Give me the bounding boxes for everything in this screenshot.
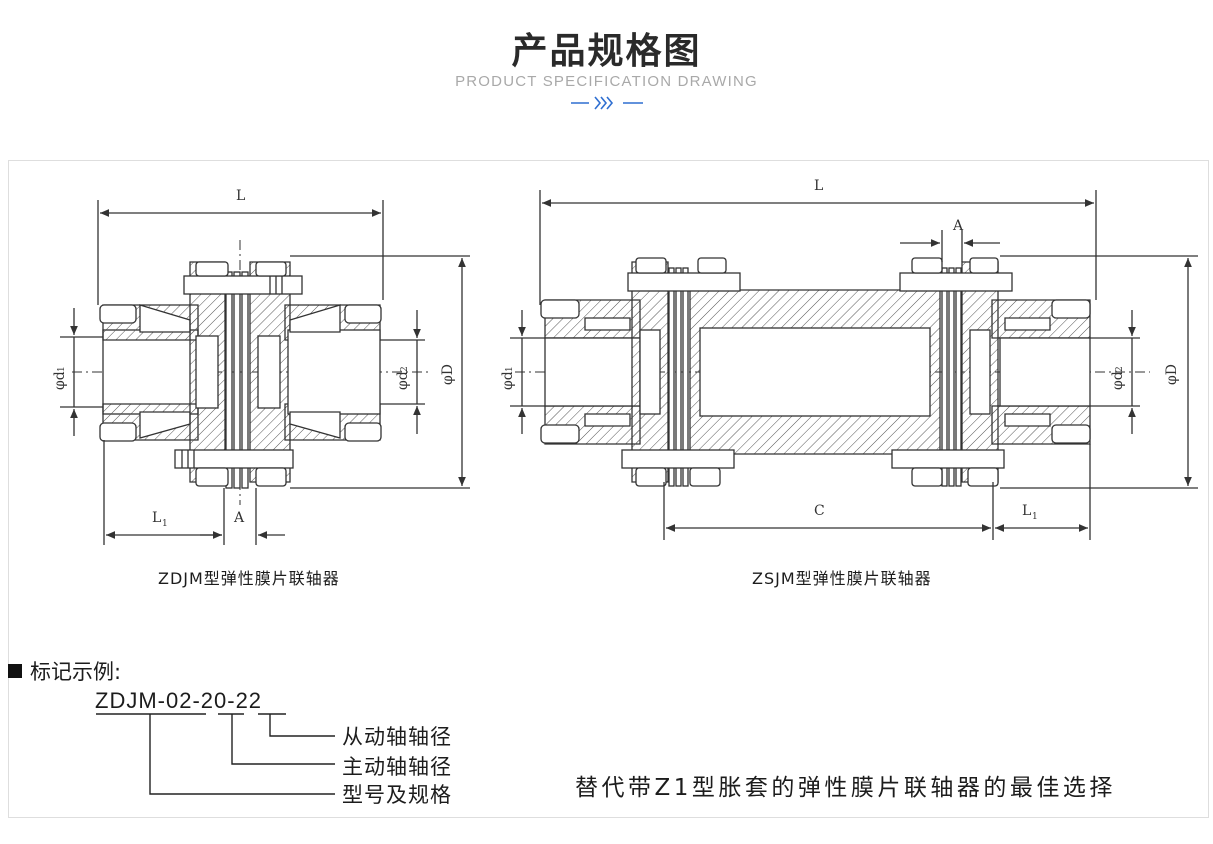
- zsjm-technical-drawing: L A C L 1 φd 1 φd 2 φD: [500, 178, 1198, 540]
- dim-d2-sub: 2: [400, 366, 410, 372]
- legend-model-spec: 型号及规格: [342, 783, 452, 807]
- dim-d1-label-2: φd: [500, 371, 516, 390]
- dim-L1-label-2: L: [1022, 503, 1031, 519]
- page-subtitle: PRODUCT SPECIFICATION DRAWING: [455, 73, 758, 90]
- zsjm-caption: ZSJM型弹性膜片联轴器: [752, 569, 932, 588]
- dim-D-label: φD: [440, 364, 456, 385]
- chevron-divider-icon: [571, 96, 643, 110]
- legend-driving-shaft: 主动轴轴径: [342, 755, 452, 779]
- dim-L1-sub-2: 1: [1032, 512, 1038, 522]
- page-title: 产品规格图: [511, 31, 702, 72]
- dim-d2-label: φd: [395, 371, 411, 390]
- dim-d1-label: φd: [52, 371, 68, 390]
- dim-A-label: A: [233, 510, 245, 526]
- dim-L-label: L: [236, 188, 245, 204]
- dim-A-label-2: A: [952, 218, 964, 234]
- dim-L1-sub: 1: [162, 519, 168, 529]
- square-bullet-icon: [8, 664, 22, 678]
- zdjm-caption: ZDJM型弹性膜片联轴器: [158, 569, 340, 588]
- dim-L1-label: L: [152, 510, 161, 526]
- dim-d1-sub: 1: [57, 366, 67, 372]
- dim-L-label-2: L: [814, 178, 823, 194]
- dim-d2-label-2: φd: [1110, 371, 1126, 390]
- model-code: ZDJM-02-20-22: [95, 688, 263, 713]
- dim-d2-sub-2: 2: [1115, 366, 1125, 372]
- dim-C-label: C: [814, 503, 825, 519]
- dim-D-label-2: φD: [1164, 364, 1180, 385]
- legend-driven-shaft: 从动轴轴径: [342, 725, 452, 749]
- dim-d1-sub-2: 1: [505, 366, 515, 372]
- marking-heading: 标记示例:: [8, 656, 121, 686]
- zdjm-technical-drawing: L L 1 A φd 1 φd 2 φD: [52, 188, 470, 545]
- slogan-text: 替代带Z1型胀套的弹性膜片联轴器的最佳选择: [575, 775, 1116, 801]
